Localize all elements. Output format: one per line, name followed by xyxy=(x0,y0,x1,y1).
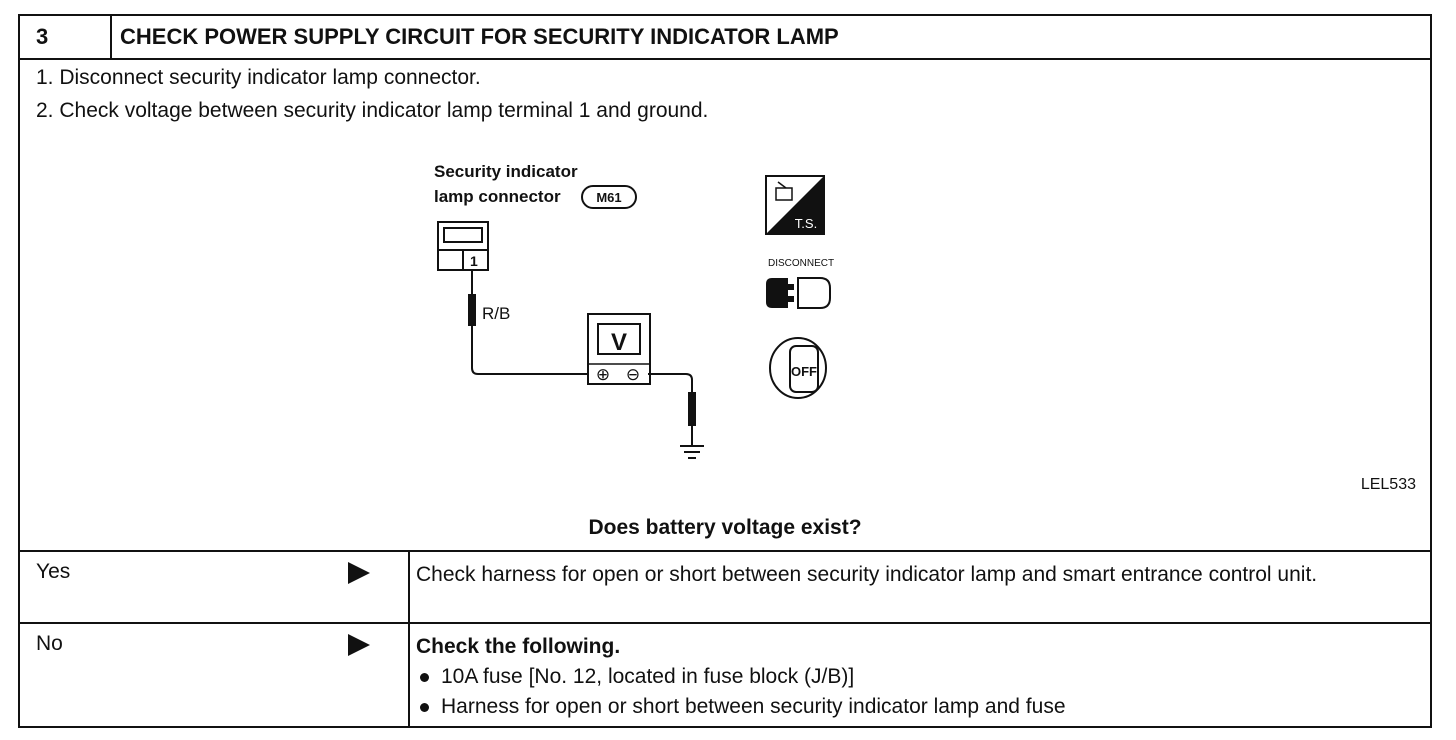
meter-minus-terminal: ⊖ xyxy=(626,365,640,385)
procedure-sheet: 3 CHECK POWER SUPPLY CIRCUIT FOR SECURIT… xyxy=(18,14,1432,728)
result-no-heading: Check the following. xyxy=(416,635,621,658)
connector-label-line2: lamp connector xyxy=(434,187,561,206)
list-item: 10A fuse [No. 12, located in fuse block … xyxy=(416,662,1390,692)
ground-symbol-icon xyxy=(680,445,704,459)
figure-code: LEL533 xyxy=(1360,476,1416,493)
instruction-2: 2. Check voltage between security indica… xyxy=(36,99,709,122)
disconnect-icon xyxy=(766,277,831,309)
terminal-number: 1 xyxy=(470,253,478,269)
connector-label-line1: Security indicator xyxy=(434,162,578,181)
ground-probe xyxy=(648,373,696,446)
voltmeter-icon xyxy=(587,313,651,385)
lamp-connector-icon xyxy=(437,221,489,271)
ts-badge-text: T.S. xyxy=(795,216,817,231)
meter-plus-terminal: ⊕ xyxy=(596,365,610,385)
result-yes-row: Yes Check harness for open or short betw… xyxy=(20,550,1430,624)
diagnostic-question: Does battery voltage exist? xyxy=(588,516,862,539)
result-yes-label: Yes xyxy=(36,560,71,583)
step-header: 3 CHECK POWER SUPPLY CIRCUIT FOR SECURIT… xyxy=(20,16,1430,60)
list-item: Harness for open or short between securi… xyxy=(416,692,1390,722)
meter-symbol: V xyxy=(611,329,627,356)
ignition-off-label: OFF xyxy=(791,364,817,379)
circuit-diagram: Security indicator lamp connector M61 1 … xyxy=(434,162,834,459)
connector-id-badge xyxy=(581,185,637,209)
step-number: 3 xyxy=(20,16,112,58)
result-divider xyxy=(408,552,410,624)
check-item-fuse: 10A fuse [No. 12, located in fuse block … xyxy=(441,665,855,688)
result-no-label: No xyxy=(36,632,63,655)
check-item-harness: Harness for open or short between securi… xyxy=(441,695,1066,718)
arrow-right-icon xyxy=(348,634,370,656)
instruction-1: 1. Disconnect security indicator lamp co… xyxy=(36,66,481,89)
bullet-icon xyxy=(420,702,429,712)
ignition-off-icon xyxy=(769,337,827,399)
positive-probe xyxy=(468,270,592,375)
result-yes-text: Check harness for open or short between … xyxy=(416,563,1318,586)
step-title: CHECK POWER SUPPLY CIRCUIT FOR SECURITY … xyxy=(120,24,839,49)
arrow-right-icon xyxy=(348,562,370,584)
bullet-icon xyxy=(420,672,429,682)
result-no-body: Check the following. 10A fuse [No. 12, l… xyxy=(416,632,1390,722)
ts-icon xyxy=(765,175,825,235)
result-no-row: No Check the following. 10A fuse [No. 12… xyxy=(20,622,1430,728)
connector-id: M61 xyxy=(596,190,621,205)
result-divider xyxy=(408,624,410,728)
disconnect-label: DISCONNECT xyxy=(768,258,834,269)
wire-color-label: R/B xyxy=(482,304,510,323)
